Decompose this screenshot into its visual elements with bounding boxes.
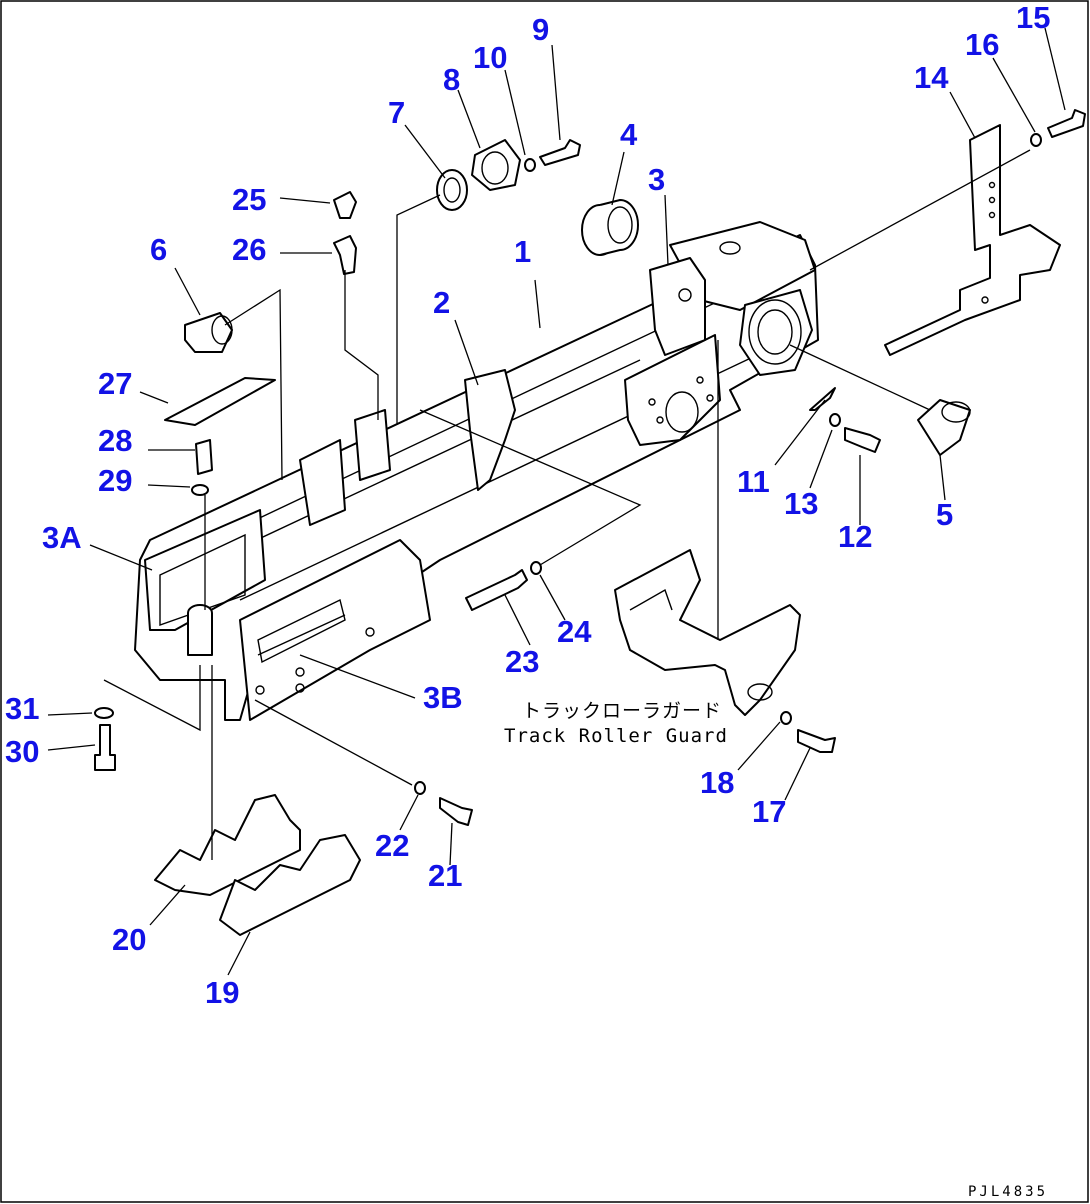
document-id: PJL4835 [968,1184,1048,1200]
washer-part-13 [829,413,841,427]
callout-25: 25 [232,182,266,217]
bolt-part-30 [94,724,116,771]
leader-lines [47,27,1066,976]
callout-19: 19 [205,975,239,1010]
callout-13: 13 [784,486,818,521]
callout-24: 24 [557,614,592,649]
callout-23: 23 [505,644,539,679]
track-roller-guard [614,549,801,716]
callout-5: 5 [936,497,953,532]
callout-2: 2 [433,285,450,320]
callout-22: 22 [375,828,409,863]
bushing-part-5 [917,399,971,456]
plug-part-25 [333,191,357,219]
bushing-part-4 [581,199,639,256]
callout-20: 20 [112,922,146,957]
callout-16: 16 [965,27,999,62]
callout-14: 14 [914,60,949,95]
callout-15: 15 [1016,0,1050,35]
callout-12: 12 [838,519,872,554]
bolt-part-17 [797,729,836,753]
bolt-part-12 [844,427,881,453]
callout-21: 21 [428,858,462,893]
callout-1: 1 [514,234,531,269]
ring-part-29 [191,484,209,496]
callout-18: 18 [700,765,734,800]
callout-10: 10 [473,40,507,75]
bracket-part-14 [884,124,1061,356]
washer-part-10 [524,158,536,172]
callout-30: 30 [5,734,39,769]
washer-part-18 [780,711,792,725]
bushing-part-6 [184,312,233,353]
fitting-part-26 [333,235,357,275]
callout-28: 28 [98,423,132,458]
bolt-part-21 [439,797,473,826]
callout-26: 26 [232,232,266,267]
callout-labels: 1 2 3 3A 3B 4 5 6 7 8 10 9 11 12 13 14 1… [5,0,1050,1010]
caption-japanese: トラックローラガード [522,700,722,722]
callout-9: 9 [532,12,549,47]
callout-7: 7 [388,95,405,130]
callout-11: 11 [737,464,770,499]
callout-27: 27 [98,366,132,401]
callout-29: 29 [98,463,132,498]
callout-3a: 3A [42,520,82,555]
washer-part-22 [414,781,426,795]
caption-english: Track Roller Guard [504,725,728,747]
cap-part-8 [471,139,521,191]
plate-part-27 [164,377,276,426]
shim-part-11 [809,387,836,411]
callout-4: 4 [620,117,638,152]
callout-17: 17 [752,794,786,829]
pin-part-28 [195,439,213,475]
bolt-part-9 [539,139,581,166]
lower-guards [154,794,361,936]
washer-part-24 [530,561,542,575]
callout-31: 31 [5,691,39,726]
main-frame-part-1 [134,221,819,721]
washer-part-31 [94,707,114,719]
bolt-part-15 [1047,109,1086,138]
callout-6: 6 [150,232,167,267]
callout-3: 3 [648,162,665,197]
washer-part-16 [1030,133,1042,147]
callout-3b: 3B [423,680,463,715]
callout-8: 8 [443,62,460,97]
bolt-part-23 [465,569,528,611]
seal-part-7 [436,169,468,211]
